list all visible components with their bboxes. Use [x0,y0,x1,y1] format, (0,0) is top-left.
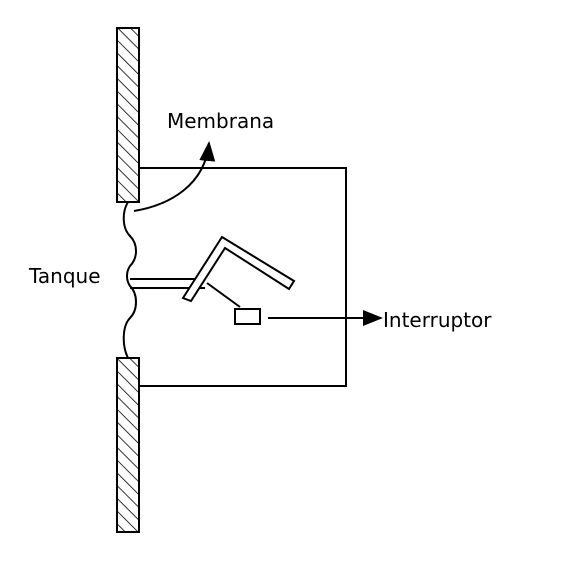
membrane [122,201,137,359]
label-membrana: Membrana [167,109,274,133]
lower-wall [116,357,140,533]
switch-block [234,308,261,325]
label-interruptor: Interruptor [383,308,492,332]
upper-wall [116,27,140,203]
membrana-leader-arrow [133,141,216,212]
lever [181,235,296,303]
lever-link [206,282,241,308]
label-tanque: Tanque [28,264,101,288]
switch-housing [139,167,347,387]
